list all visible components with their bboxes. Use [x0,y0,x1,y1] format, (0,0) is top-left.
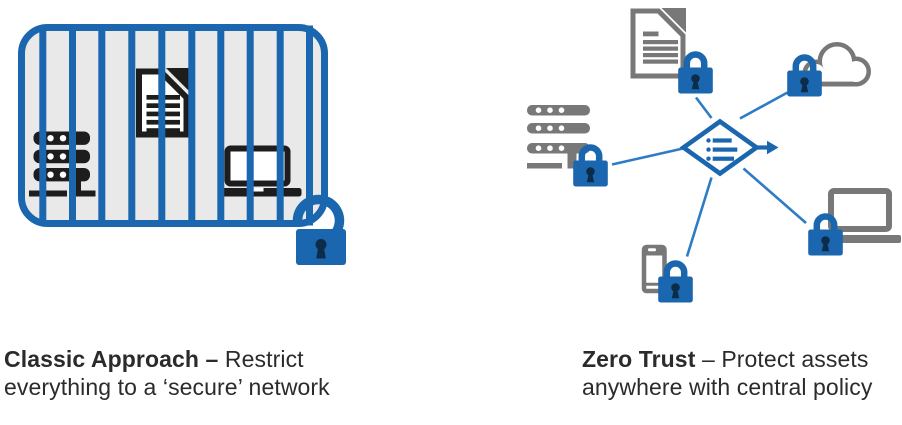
document-gray-icon [630,8,686,79]
cage-open-padlock-icon [292,194,346,265]
cage-border [18,24,328,227]
server-gray-icon [527,105,590,169]
zero-trust-panel [527,8,901,303]
zero-trust-title: Zero Trust [582,346,696,372]
connector-lines [611,91,807,257]
classic-approach-caption: Classic Approach – Restrict everything t… [4,346,330,400]
arrow-right-icon [757,140,779,155]
laptop-gray-icon [822,188,901,243]
cage-bars [39,25,313,226]
laptop-icon [218,145,302,197]
document-icon [136,68,193,138]
zero-trust-caption: Zero Trust – Protect assets anywhere wit… [582,346,873,400]
classic-approach-panel [18,24,346,265]
policy-diamond-icon [679,118,779,177]
classic-approach-title: Classic Approach – [4,346,219,372]
